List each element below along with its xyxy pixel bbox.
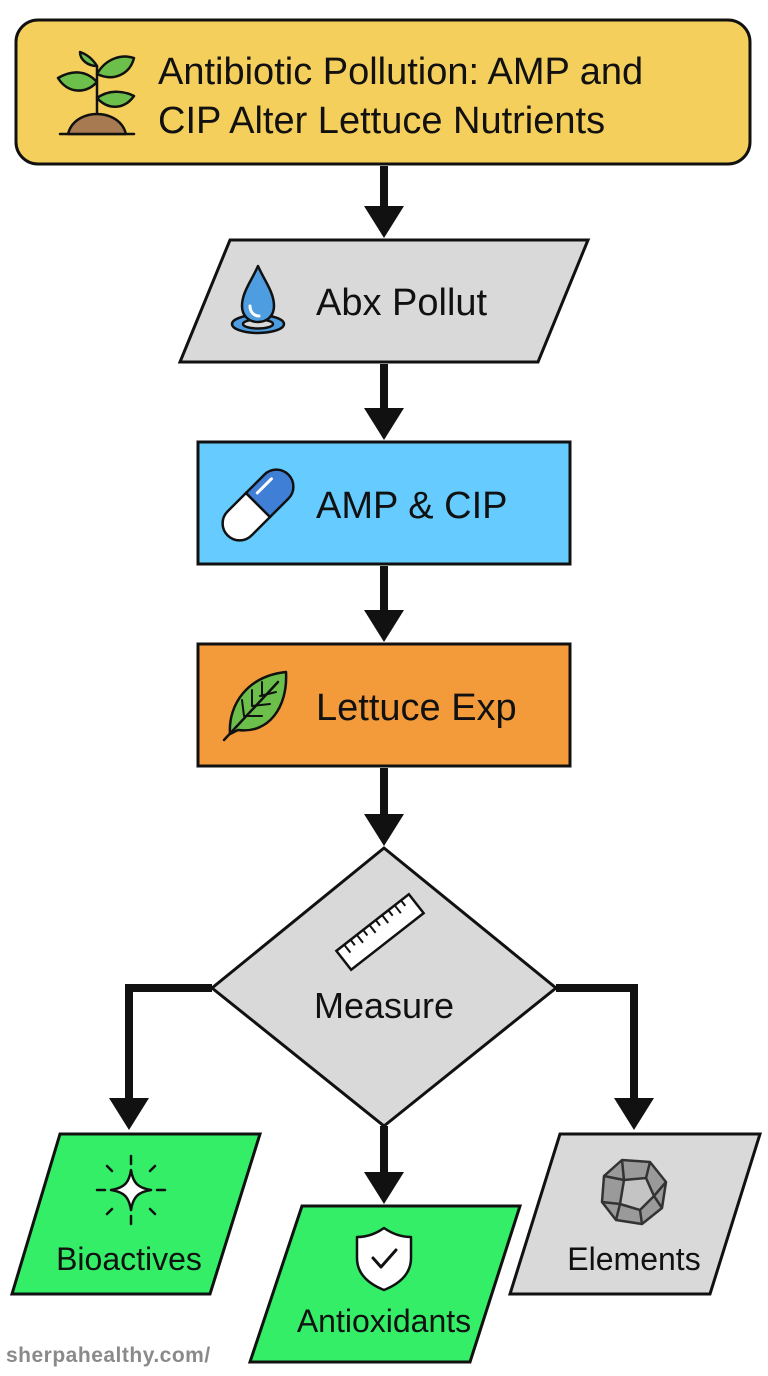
pollution-node: Abx Pollut (177, 238, 591, 364)
bioactives-label: Bioactives (56, 1241, 202, 1277)
title-node: Antibiotic Pollution: AMP and CIP Alter … (14, 18, 752, 166)
measure-label: Measure (314, 985, 454, 1026)
elements-label: Elements (567, 1241, 700, 1277)
experiment-node: Lettuce Exp (196, 642, 572, 768)
elements-node: Elements (507, 1132, 763, 1296)
seedling-icon (56, 50, 136, 136)
connectors (125, 166, 638, 1178)
pollution-label: Abx Pollut (316, 282, 488, 324)
ruler-icon (334, 892, 426, 972)
bioactives-node: Bioactives (9, 1132, 263, 1296)
water-drop-icon (230, 264, 286, 335)
title-line-2: CIP Alter Lettuce Nutrients (158, 100, 605, 142)
arrowhead-pollution (364, 206, 404, 238)
arrowhead-experiment (364, 610, 404, 642)
arrow-measure-to-bioactives (125, 984, 212, 1104)
arrowhead-bioactives (109, 1098, 149, 1130)
arrow-measure-to-elements (556, 984, 638, 1104)
leaf-icon (222, 670, 288, 742)
antioxidants-label: Antioxidants (297, 1303, 471, 1339)
arrowhead-elements (614, 1098, 654, 1130)
shield-check-icon (355, 1226, 413, 1292)
measure-node: Measure (209, 846, 559, 1128)
arrowhead-antioxidants (364, 1172, 404, 1204)
experiment-label: Lettuce Exp (316, 687, 517, 729)
capsule-icon (221, 468, 295, 542)
watermark: sherpahealthy.com/ (6, 1344, 211, 1367)
title-line-1: Antibiotic Pollution: AMP and (158, 51, 643, 93)
drugs-node: AMP & CIP (196, 440, 572, 566)
arrowhead-measure (364, 814, 404, 846)
sparkle-icon (95, 1154, 167, 1226)
mineral-rock-icon (600, 1158, 668, 1226)
arrowhead-drugs (364, 408, 404, 440)
arrowheads (109, 206, 654, 1204)
drugs-label: AMP & CIP (316, 485, 507, 527)
antioxidants-node: Antioxidants (247, 1204, 523, 1364)
